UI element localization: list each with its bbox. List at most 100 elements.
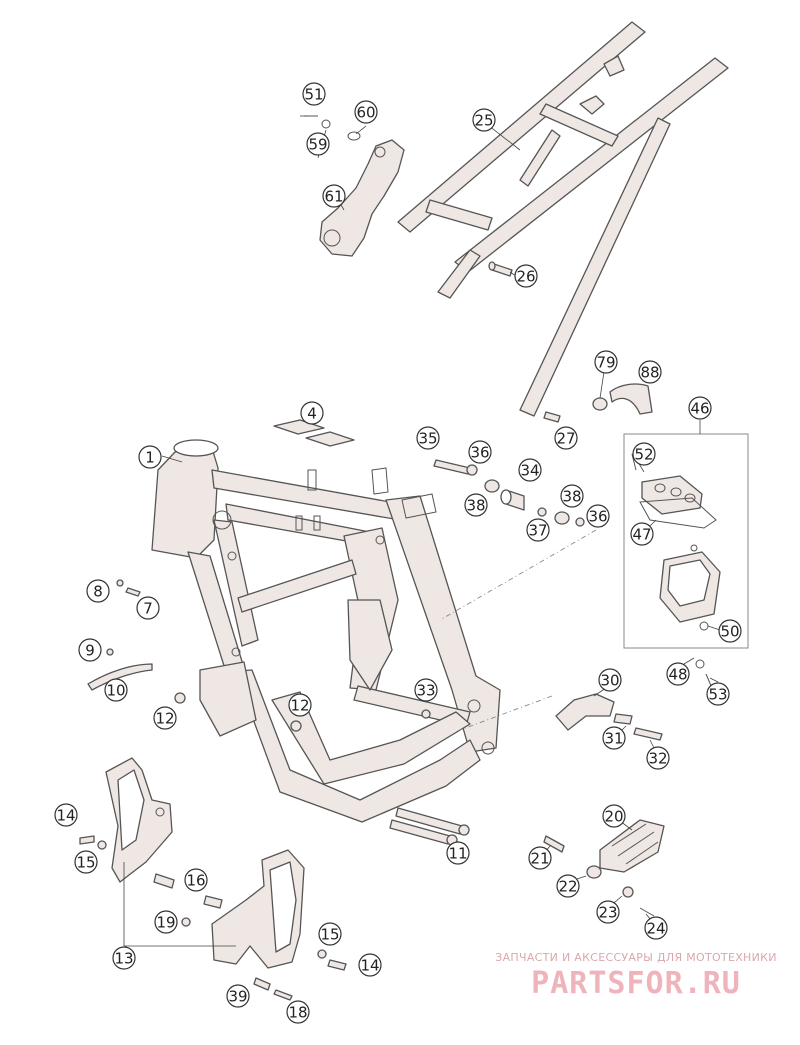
callout-label: 34 bbox=[520, 462, 539, 480]
callout-15a: 15 bbox=[74, 850, 98, 874]
callout-label: 36 bbox=[588, 508, 607, 526]
callout-9: 9 bbox=[78, 638, 102, 662]
callout-19: 19 bbox=[154, 910, 178, 934]
callout-79: 79 bbox=[594, 350, 618, 374]
callout-label: 47 bbox=[632, 526, 651, 544]
callout-53: 53 bbox=[706, 682, 730, 706]
watermark-subtitle: ЗАПЧАСТИ И АКСЕССУАРЫ ДЛЯ МОТОТЕХНИКИ bbox=[495, 951, 777, 964]
callout-label: 20 bbox=[604, 808, 623, 826]
callout-14a: 14 bbox=[54, 803, 78, 827]
callout-circle bbox=[300, 401, 324, 425]
callout-circle bbox=[554, 426, 578, 450]
callout-label: 11 bbox=[448, 845, 467, 863]
callout-33: 33 bbox=[414, 678, 438, 702]
callout-23: 23 bbox=[596, 900, 620, 924]
callout-label: 35 bbox=[418, 430, 437, 448]
callout-24: 24 bbox=[644, 916, 668, 940]
callout-label: 30 bbox=[600, 672, 619, 690]
callout-circle bbox=[153, 706, 177, 730]
callout-circle bbox=[602, 804, 626, 828]
callout-circle bbox=[598, 668, 622, 692]
callout-label: 24 bbox=[646, 920, 665, 938]
callout-46: 46 bbox=[688, 396, 712, 420]
callout-circle bbox=[138, 445, 162, 469]
callout-25: 25 bbox=[472, 108, 496, 132]
callout-label: 31 bbox=[604, 730, 623, 748]
callout-circle bbox=[74, 850, 98, 874]
callout-label: 1 bbox=[145, 449, 155, 467]
callout-12a: 12 bbox=[153, 706, 177, 730]
callout-circle bbox=[560, 484, 584, 508]
callout-15b: 15 bbox=[318, 922, 342, 946]
callout-circle bbox=[154, 910, 178, 934]
callout-layer: 1478910111212131414151516181920212223242… bbox=[54, 82, 742, 1024]
callout-50: 50 bbox=[718, 619, 742, 643]
callout-circle bbox=[472, 108, 496, 132]
watermark-brand: PARTSFOR.RU bbox=[531, 966, 741, 1001]
frame-decals bbox=[273, 419, 355, 447]
callout-11: 11 bbox=[446, 841, 470, 865]
callout-label: 39 bbox=[228, 988, 247, 1006]
callout-label: 23 bbox=[598, 904, 617, 922]
callout-circle bbox=[416, 426, 440, 450]
callout-label: 15 bbox=[320, 926, 339, 944]
callout-circle bbox=[288, 693, 312, 717]
callout-10: 10 bbox=[104, 678, 128, 702]
callout-34: 34 bbox=[518, 458, 542, 482]
callout-label: 15 bbox=[76, 854, 95, 872]
callout-label: 14 bbox=[360, 957, 379, 975]
callout-4: 4 bbox=[300, 401, 324, 425]
callout-circle bbox=[666, 662, 690, 686]
callout-label: 59 bbox=[308, 136, 327, 154]
callout-circle bbox=[322, 184, 346, 208]
callout-circle bbox=[354, 100, 378, 124]
subframe-bolts bbox=[488, 261, 561, 423]
callout-circle bbox=[358, 953, 382, 977]
callout-1: 1 bbox=[138, 445, 162, 469]
callout-circle bbox=[514, 264, 538, 288]
callout-label: 21 bbox=[530, 850, 549, 868]
callout-30: 30 bbox=[598, 668, 622, 692]
callout-circle bbox=[688, 396, 712, 420]
callout-circle bbox=[306, 132, 330, 156]
callout-18: 18 bbox=[286, 1000, 310, 1024]
callout-12b: 12 bbox=[288, 693, 312, 717]
callout-circle bbox=[86, 579, 110, 603]
callout-label: 60 bbox=[356, 104, 375, 122]
callout-circle bbox=[414, 678, 438, 702]
callout-label: 12 bbox=[155, 710, 174, 728]
callout-label: 12 bbox=[290, 697, 309, 715]
callout-21: 21 bbox=[528, 846, 552, 870]
callout-14b: 14 bbox=[358, 953, 382, 977]
callout-circle bbox=[632, 442, 656, 466]
callout-circle bbox=[104, 678, 128, 702]
callout-52: 52 bbox=[632, 442, 656, 466]
callout-88: 88 bbox=[638, 360, 662, 384]
callout-circle bbox=[638, 360, 662, 384]
callout-39: 39 bbox=[226, 984, 250, 1008]
callout-circle bbox=[302, 82, 326, 106]
callout-36a: 36 bbox=[468, 440, 492, 464]
callout-circle bbox=[706, 682, 730, 706]
callout-label: 38 bbox=[562, 488, 581, 506]
footpeg bbox=[543, 819, 665, 917]
callout-38a: 38 bbox=[464, 493, 488, 517]
callout-circle bbox=[596, 900, 620, 924]
main-frame bbox=[151, 439, 501, 823]
callout-label: 18 bbox=[288, 1004, 307, 1022]
callout-13: 13 bbox=[112, 946, 136, 970]
callout-label: 53 bbox=[708, 686, 727, 704]
callout-circle bbox=[630, 522, 654, 546]
callout-label: 38 bbox=[466, 497, 485, 515]
callout-16: 16 bbox=[184, 868, 208, 892]
callout-51: 51 bbox=[302, 82, 326, 106]
subframe bbox=[397, 21, 729, 417]
callout-circle bbox=[286, 1000, 310, 1024]
callout-label: 50 bbox=[720, 623, 739, 641]
engine-bolts bbox=[389, 807, 470, 846]
callout-7: 7 bbox=[136, 596, 160, 620]
pivot-parts bbox=[433, 459, 597, 621]
callout-circle bbox=[718, 619, 742, 643]
callout-circle bbox=[184, 868, 208, 892]
